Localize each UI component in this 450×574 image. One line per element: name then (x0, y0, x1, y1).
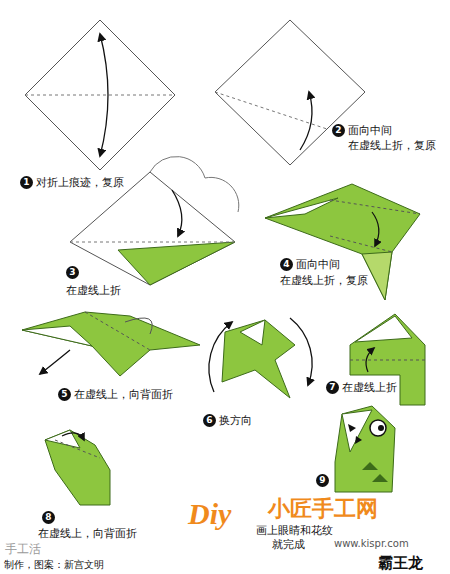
step-instruction: 在虚线上折 (66, 284, 121, 297)
callout-number: 6 (203, 414, 216, 427)
watermark: 手工活 (5, 542, 41, 556)
callout-number: 3 (66, 266, 79, 279)
callout-number: 5 (58, 388, 71, 401)
step-instruction: 画上眼睛和花纹 (256, 524, 333, 537)
step-instruction: 在虚线上折 (342, 381, 397, 394)
step-instruction: 在虚线上折，复原 (280, 274, 368, 287)
logo-text: Diy (188, 497, 231, 531)
step-instruction: 就完成 (272, 538, 305, 551)
step-instruction: 在虚线上折，复原 (348, 139, 436, 152)
step-instruction: 换方向 (219, 414, 252, 427)
logo-text: 小匠手工网 (268, 496, 378, 522)
callout-number: 7 (326, 381, 339, 394)
step-instruction: 在虚线上，向背面折 (74, 388, 173, 401)
callout-number: 1 (20, 176, 33, 189)
credit-note: 制作，图案：新宫文明 (4, 559, 104, 571)
callout-number: 8 (42, 511, 55, 524)
step-instruction: 对折上痕迹，复原 (36, 176, 124, 189)
diagram-title: 霸王龙 (378, 554, 423, 572)
step-instruction: 面向中间 (296, 258, 340, 271)
callout-number: 2 (332, 124, 345, 137)
callout-number: 9 (316, 474, 329, 487)
logo-text: www.kispr.com (334, 538, 409, 550)
callout-number: 4 (280, 258, 293, 271)
step-instruction: 面向中间 (348, 124, 392, 137)
step-instruction: 在虚线上，向背面折 (38, 527, 137, 540)
